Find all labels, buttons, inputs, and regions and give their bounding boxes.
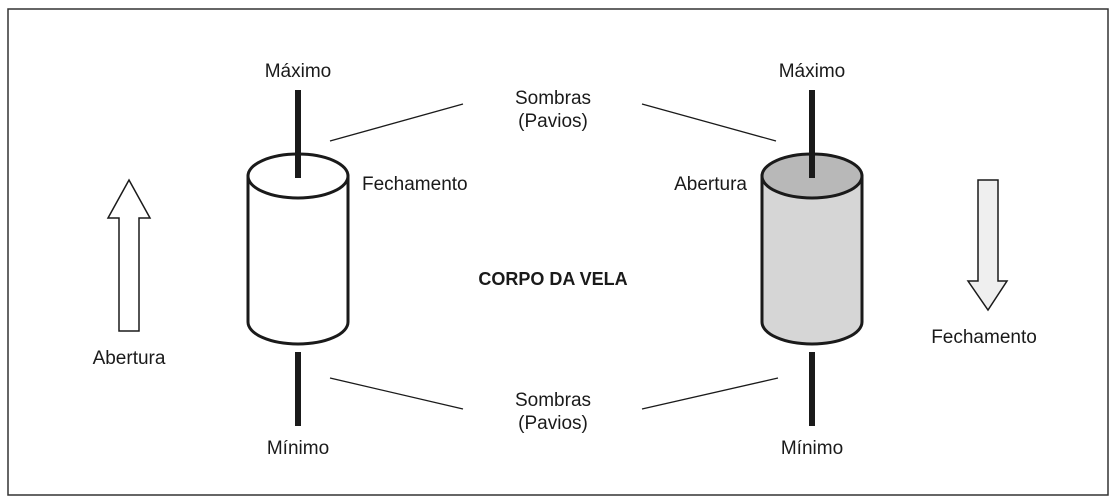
shadows-top-label-line2: (Pavios) bbox=[518, 111, 588, 132]
down-arrow-icon bbox=[966, 179, 1009, 312]
up-arrow-icon bbox=[106, 178, 152, 332]
shadow-pointer-top-left bbox=[329, 103, 464, 142]
right-max-label: Máximo bbox=[779, 61, 846, 82]
candle-body bbox=[246, 174, 350, 346]
shadows-bottom-label-line2: (Pavios) bbox=[518, 413, 588, 434]
left-close-label: Fechamento bbox=[362, 174, 468, 195]
shadow-pointer-top-right bbox=[641, 103, 777, 142]
right-min-label: Mínimo bbox=[781, 438, 843, 459]
right-open-label: Abertura bbox=[674, 174, 747, 195]
shadows-bottom-label-line1: Sombras bbox=[515, 390, 591, 411]
left-open-label: Abertura bbox=[93, 348, 166, 369]
candle-body bbox=[760, 174, 864, 346]
right-close-label: Fechamento bbox=[931, 327, 1037, 348]
left-max-label: Máximo bbox=[265, 61, 332, 82]
bearish-candle bbox=[760, 90, 864, 426]
shadows-top-label-line1: Sombras bbox=[515, 88, 591, 109]
diagram-frame bbox=[7, 8, 1109, 496]
left-min-label: Mínimo bbox=[267, 438, 329, 459]
bullish-candle bbox=[246, 90, 350, 426]
shadow-pointer-bottom-left bbox=[329, 377, 464, 410]
shadow-pointer-bottom-right bbox=[641, 377, 779, 410]
candle-body-label: CORPO DA VELA bbox=[478, 269, 627, 289]
